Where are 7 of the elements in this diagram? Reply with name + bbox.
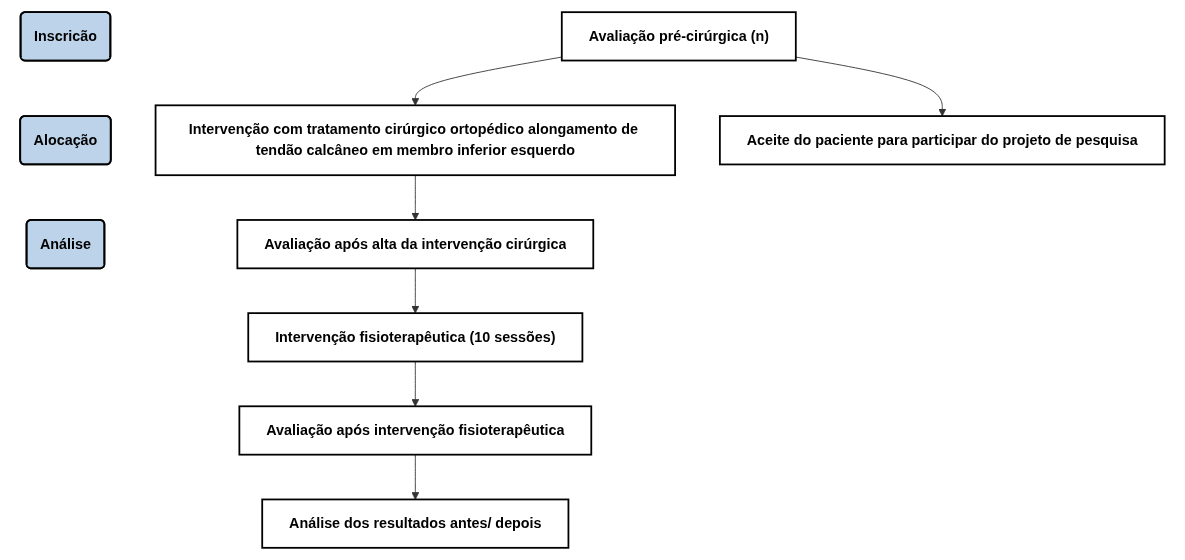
node-box: Avaliação após alta da intervenção cirúrgica bbox=[236, 219, 595, 270]
node-box: Intervenção fisioterapêutica (10 sessões) bbox=[247, 312, 584, 363]
node-box: Análise dos resultados antes/ depois bbox=[261, 498, 570, 549]
node-box: Aceite do paciente para participar do projeto de pesquisa bbox=[719, 115, 1166, 166]
node-box: Avaliação pré-cirúrgica (n) bbox=[560, 11, 797, 62]
node-box: Avaliação após intervenção fisioterapêutica bbox=[238, 405, 593, 456]
node-box: Intervenção com tratamento cirúrgico ortopédico alongamento de tendão calcâneo em membro inferior esquerdo bbox=[154, 104, 677, 177]
